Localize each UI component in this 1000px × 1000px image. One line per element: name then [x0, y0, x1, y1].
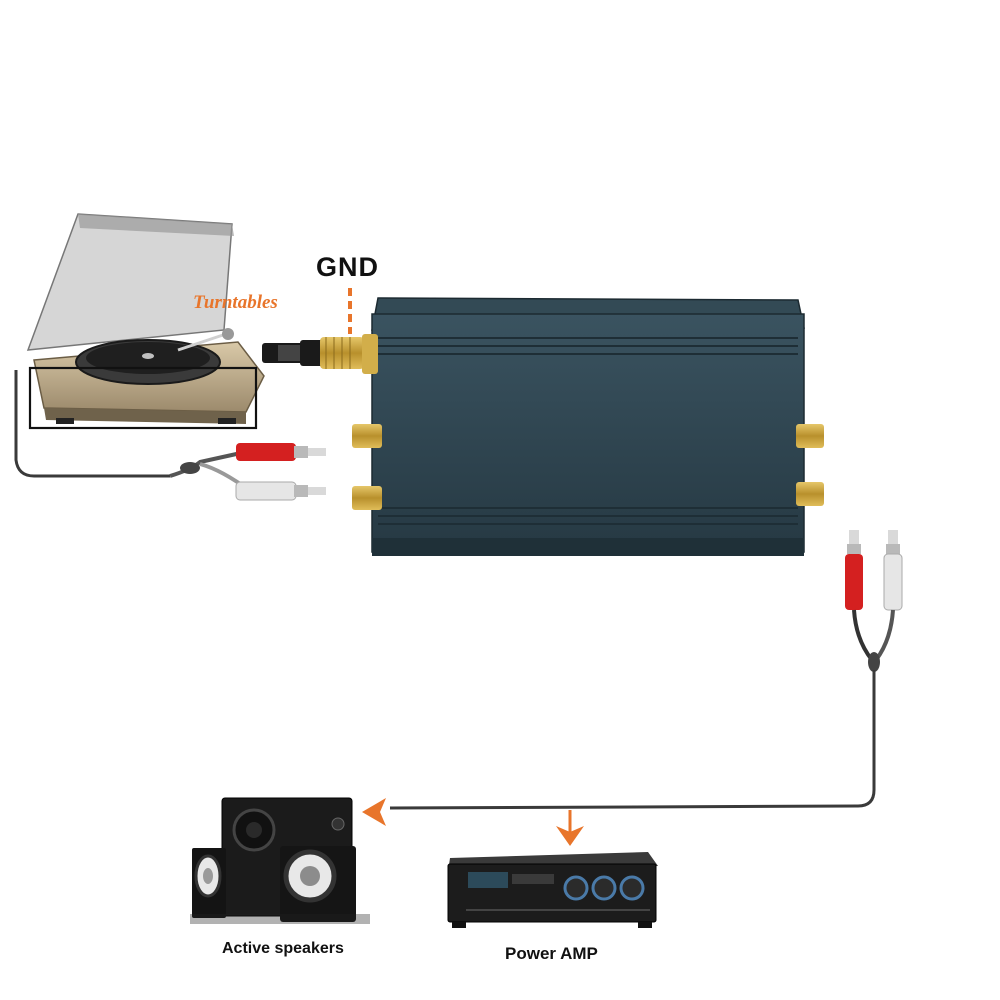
rca-plug-icon [845, 530, 863, 610]
gnd-label: GND [316, 252, 379, 282]
turntable-icon [26, 213, 306, 424]
output-rca-cable [389, 530, 903, 810]
active-speakers-label: Active speakers [222, 940, 344, 957]
ground-connector-icon [300, 334, 378, 374]
power-amp-label: Power AMP [505, 944, 598, 963]
rca-plug-icon [883, 530, 903, 611]
ground-wire [14, 370, 170, 478]
preamp-icon [352, 297, 824, 556]
arrow-to-amp [556, 810, 584, 846]
power-amp-icon [447, 852, 658, 928]
turntable-outline [28, 366, 258, 430]
turntables-label: Turntables [193, 292, 278, 313]
active-speakers-icon [190, 797, 370, 924]
rca-plug-icon [236, 443, 326, 461]
rca-plug-icon [235, 481, 326, 501]
arrow-to-speakers [362, 798, 386, 826]
input-rca-cable [169, 443, 326, 501]
